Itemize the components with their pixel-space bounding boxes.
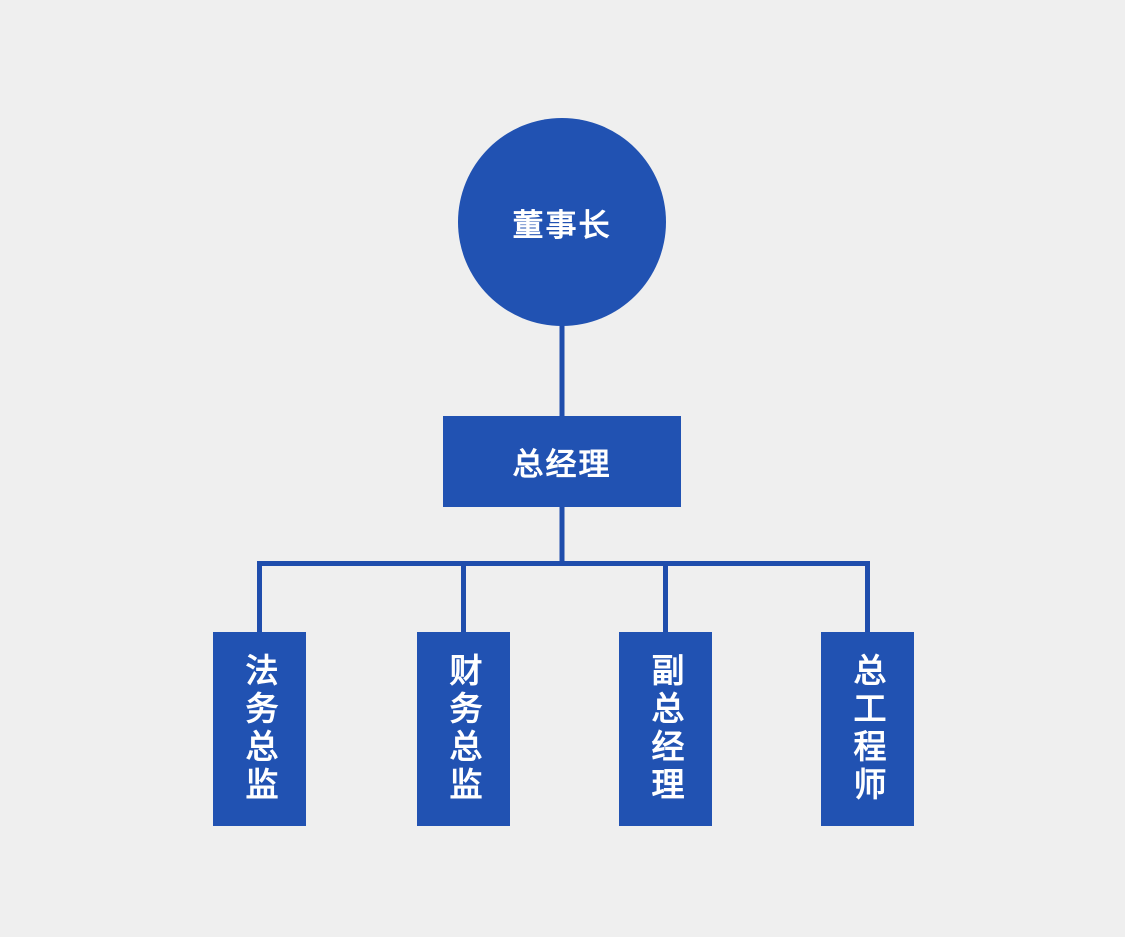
node-deputy-general-manager[interactable]: 副总经理	[619, 632, 712, 826]
node-legal-director-label: 法务总监	[241, 653, 278, 805]
node-general-manager[interactable]: 总经理	[443, 416, 681, 507]
node-general-manager-label: 总经理	[512, 447, 612, 482]
node-chief-engineer[interactable]: 总工程师	[821, 632, 914, 826]
node-chief-engineer-label: 总工程师	[849, 653, 886, 805]
node-chairman-label: 董事长	[512, 207, 612, 243]
node-finance-director-label: 财务总监	[445, 653, 482, 805]
node-chairman[interactable]: 董事长	[458, 118, 666, 326]
node-finance-director[interactable]: 财务总监	[417, 632, 510, 826]
node-deputy-general-manager-label: 副总经理	[647, 653, 684, 805]
node-legal-director[interactable]: 法务总监	[213, 632, 306, 826]
